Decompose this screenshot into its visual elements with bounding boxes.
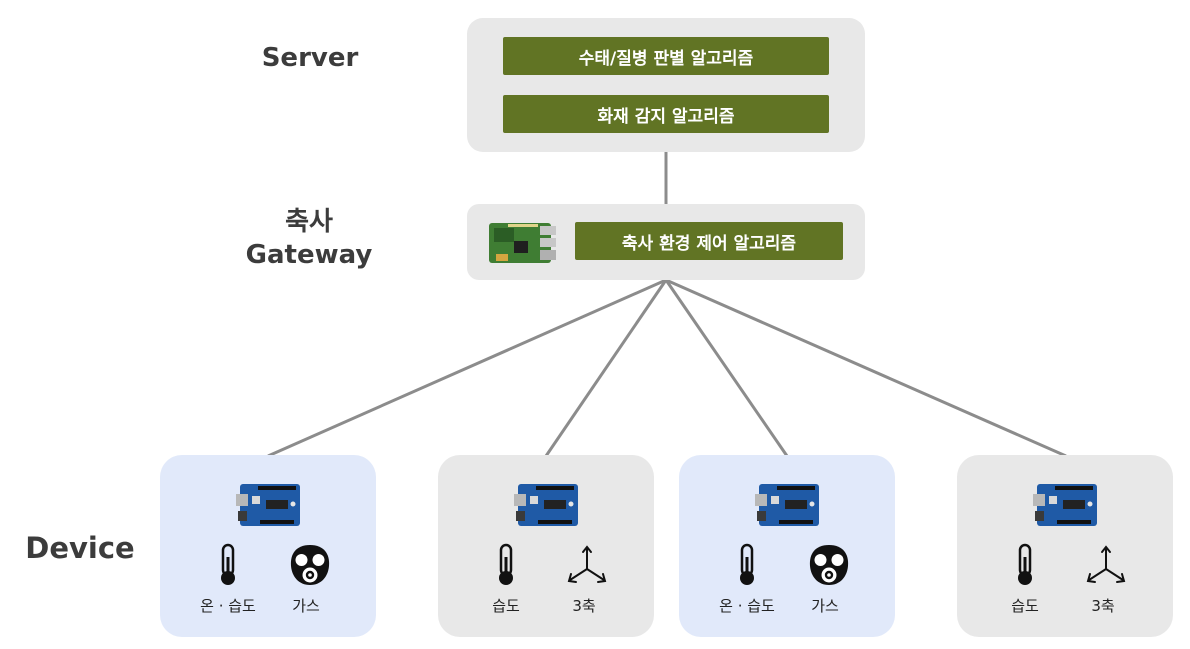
sensor-label: 습도: [492, 597, 520, 615]
three-axis-icon: [565, 543, 609, 591]
arduino-board-icon: [755, 484, 819, 526]
thermometer-icon: [734, 543, 760, 591]
sensor-label: 온 · 습도: [719, 597, 775, 615]
sensor-label: 가스: [811, 597, 839, 615]
thermometer-icon: [1012, 543, 1038, 591]
gateway-tier-label: 축사 Gateway: [236, 206, 382, 271]
gateway-panel: 축사 환경 제어 알고리즘: [467, 204, 865, 280]
sensor-label: 3축: [572, 597, 596, 615]
server-algorithm-box: 수태/질병 판별 알고리즘: [503, 37, 829, 75]
gateway-tier-label-line1: 축사: [285, 207, 333, 237]
gas-mask-icon: [287, 543, 333, 593]
sensor-label: 3축: [1091, 597, 1115, 615]
three-axis-icon: [1084, 543, 1128, 591]
gateway-device-3-link: [664, 279, 789, 457]
device-card-3: 온 · 습도 가스: [679, 455, 895, 637]
device-tier-label: Device: [25, 531, 135, 565]
device-card-4: 습도 3축: [957, 455, 1173, 637]
device-card-1: 온 · 습도 가스: [160, 455, 376, 637]
sensor-label: 가스: [292, 597, 320, 615]
server-algorithm-box: 화재 감지 알고리즘: [503, 95, 829, 133]
arduino-board-icon: [514, 484, 578, 526]
gas-mask-icon: [806, 543, 852, 593]
gateway-tier-label-line2: Gateway: [245, 239, 373, 270]
gateway-device-2-link: [544, 279, 668, 457]
arduino-board-icon: [1033, 484, 1097, 526]
server-tier-label: Server: [261, 43, 359, 73]
device-card-2: 습도 3축: [438, 455, 654, 637]
arduino-board-icon: [236, 484, 300, 526]
gateway-device-1-link: [267, 278, 667, 458]
gateway-algorithm-box: 축사 환경 제어 알고리즘: [575, 222, 843, 260]
thermometer-icon: [493, 543, 519, 591]
thermometer-icon: [215, 543, 241, 591]
sensor-label: 온 · 습도: [200, 597, 256, 615]
sensor-label: 습도: [1011, 597, 1039, 615]
raspberry-pi-board-icon: [489, 223, 556, 263]
server-panel: 수태/질병 판별 알고리즘 화재 감지 알고리즘: [467, 18, 865, 152]
gateway-device-4-link: [665, 278, 1067, 458]
